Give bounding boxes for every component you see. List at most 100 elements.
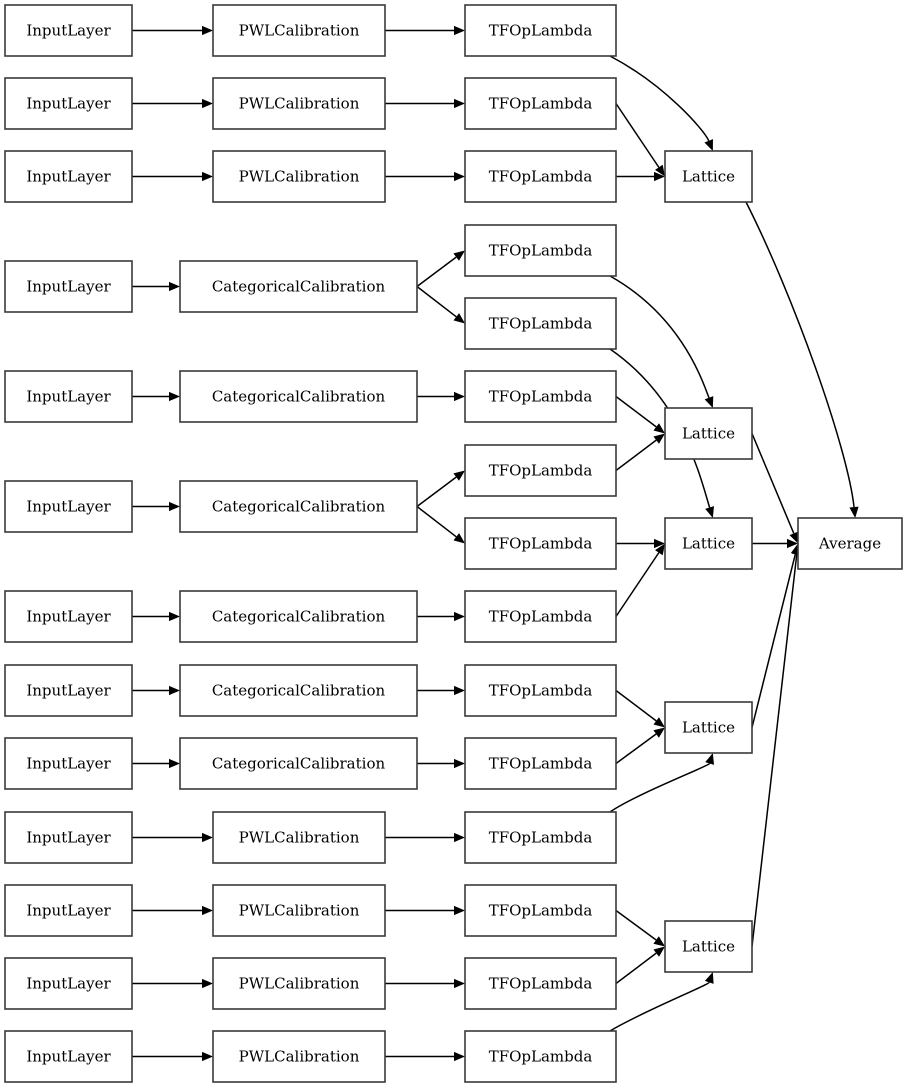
edge-inputlayer-to-pwlcalibration — [132, 978, 213, 989]
node-tfoplambda-op15[interactable]: TFOpLambda — [464, 1030, 617, 1083]
node-box[interactable] — [4, 260, 133, 313]
node-categoricalcalibration-cal8[interactable]: CategoricalCalibration — [179, 664, 418, 717]
node-inputlayer-in6[interactable]: InputLayer — [4, 480, 133, 533]
node-inputlayer-in9[interactable]: InputLayer — [4, 737, 133, 790]
node-pwlcalibration-cal13[interactable]: PWLCalibration — [212, 1030, 386, 1083]
node-box[interactable] — [464, 297, 617, 350]
node-label: TFOpLambda — [489, 22, 593, 40]
node-box[interactable] — [464, 517, 617, 570]
node-categoricalcalibration-cal9[interactable]: CategoricalCalibration — [179, 737, 418, 790]
node-box[interactable] — [179, 480, 418, 533]
node-box[interactable] — [664, 920, 753, 973]
node-box[interactable] — [4, 737, 133, 790]
node-box[interactable] — [464, 150, 617, 203]
node-lattice-lat4[interactable]: Lattice — [664, 701, 753, 754]
node-lattice-lat5[interactable]: Lattice — [664, 920, 753, 973]
node-pwlcalibration-cal3[interactable]: PWLCalibration — [212, 150, 386, 203]
node-label: InputLayer — [26, 278, 111, 296]
node-inputlayer-in1[interactable]: InputLayer — [4, 4, 133, 57]
node-label: TFOpLambda — [489, 608, 593, 626]
node-box[interactable] — [179, 370, 418, 423]
node-categoricalcalibration-cal4[interactable]: CategoricalCalibration — [179, 260, 418, 313]
node-box[interactable] — [664, 701, 753, 754]
node-box[interactable] — [464, 1030, 617, 1083]
node-inputlayer-in13[interactable]: InputLayer — [4, 1030, 133, 1083]
node-lattice-lat3[interactable]: Lattice — [664, 517, 753, 570]
node-box[interactable] — [464, 884, 617, 937]
node-box[interactable] — [464, 77, 617, 130]
node-inputlayer-in10[interactable]: InputLayer — [4, 811, 133, 864]
node-box[interactable] — [212, 884, 386, 937]
node-tfoplambda-op9[interactable]: TFOpLambda — [464, 590, 617, 643]
node-box[interactable] — [212, 1030, 386, 1083]
node-box[interactable] — [464, 664, 617, 717]
node-pwlcalibration-cal1[interactable]: PWLCalibration — [212, 4, 386, 57]
node-box[interactable] — [212, 77, 386, 130]
node-box[interactable] — [179, 590, 418, 643]
node-box[interactable] — [212, 150, 386, 203]
node-inputlayer-in11[interactable]: InputLayer — [4, 884, 133, 937]
node-lattice-lat1[interactable]: Lattice — [664, 150, 753, 203]
node-tfoplambda-op14[interactable]: TFOpLambda — [464, 957, 617, 1010]
node-inputlayer-in3[interactable]: InputLayer — [4, 150, 133, 203]
node-tfoplambda-op13[interactable]: TFOpLambda — [464, 884, 617, 937]
node-box[interactable] — [4, 370, 133, 423]
node-box[interactable] — [464, 737, 617, 790]
node-label: Lattice — [682, 425, 735, 443]
node-box[interactable] — [464, 444, 617, 497]
node-inputlayer-in7[interactable]: InputLayer — [4, 590, 133, 643]
node-box[interactable] — [464, 957, 617, 1010]
node-pwlcalibration-cal12[interactable]: PWLCalibration — [212, 957, 386, 1010]
node-pwlcalibration-cal2[interactable]: PWLCalibration — [212, 77, 386, 130]
node-inputlayer-in12[interactable]: InputLayer — [4, 957, 133, 1010]
node-tfoplambda-op4[interactable]: TFOpLambda — [464, 224, 617, 277]
node-label: PWLCalibration — [239, 95, 360, 113]
node-box[interactable] — [464, 224, 617, 277]
node-box[interactable] — [179, 737, 418, 790]
node-categoricalcalibration-cal7[interactable]: CategoricalCalibration — [179, 590, 418, 643]
node-inputlayer-in4[interactable]: InputLayer — [4, 260, 133, 313]
node-box[interactable] — [4, 77, 133, 130]
node-box[interactable] — [212, 957, 386, 1010]
node-box[interactable] — [179, 664, 418, 717]
node-lattice-lat2[interactable]: Lattice — [664, 407, 753, 460]
node-box[interactable] — [797, 517, 903, 570]
node-tfoplambda-op8[interactable]: TFOpLambda — [464, 517, 617, 570]
node-inputlayer-in5[interactable]: InputLayer — [4, 370, 133, 423]
node-pwlcalibration-cal11[interactable]: PWLCalibration — [212, 884, 386, 937]
node-tfoplambda-op7[interactable]: TFOpLambda — [464, 444, 617, 497]
node-categoricalcalibration-cal6[interactable]: CategoricalCalibration — [179, 480, 418, 533]
node-box[interactable] — [212, 4, 386, 57]
node-average-avg[interactable]: Average — [797, 517, 903, 570]
node-inputlayer-in2[interactable]: InputLayer — [4, 77, 133, 130]
node-pwlcalibration-cal10[interactable]: PWLCalibration — [212, 811, 386, 864]
node-box[interactable] — [4, 480, 133, 533]
node-box[interactable] — [4, 590, 133, 643]
node-box[interactable] — [464, 370, 617, 423]
node-box[interactable] — [664, 517, 753, 570]
node-tfoplambda-op6[interactable]: TFOpLambda — [464, 370, 617, 423]
node-box[interactable] — [4, 150, 133, 203]
node-box[interactable] — [4, 4, 133, 57]
node-box[interactable] — [464, 4, 617, 57]
node-box[interactable] — [179, 260, 418, 313]
node-box[interactable] — [4, 957, 133, 1010]
node-inputlayer-in8[interactable]: InputLayer — [4, 664, 133, 717]
node-box[interactable] — [4, 664, 133, 717]
node-tfoplambda-op3[interactable]: TFOpLambda — [464, 150, 617, 203]
node-box[interactable] — [464, 811, 617, 864]
node-box[interactable] — [4, 1030, 133, 1083]
node-tfoplambda-op1[interactable]: TFOpLambda — [464, 4, 617, 57]
node-box[interactable] — [4, 884, 133, 937]
node-box[interactable] — [4, 811, 133, 864]
node-tfoplambda-op11[interactable]: TFOpLambda — [464, 737, 617, 790]
node-tfoplambda-op10[interactable]: TFOpLambda — [464, 664, 617, 717]
node-tfoplambda-op5[interactable]: TFOpLambda — [464, 297, 617, 350]
node-categoricalcalibration-cal5[interactable]: CategoricalCalibration — [179, 370, 418, 423]
node-box[interactable] — [464, 590, 617, 643]
node-box[interactable] — [212, 811, 386, 864]
node-tfoplambda-op12[interactable]: TFOpLambda — [464, 811, 617, 864]
node-box[interactable] — [664, 150, 753, 203]
node-tfoplambda-op2[interactable]: TFOpLambda — [464, 77, 617, 130]
node-box[interactable] — [664, 407, 753, 460]
